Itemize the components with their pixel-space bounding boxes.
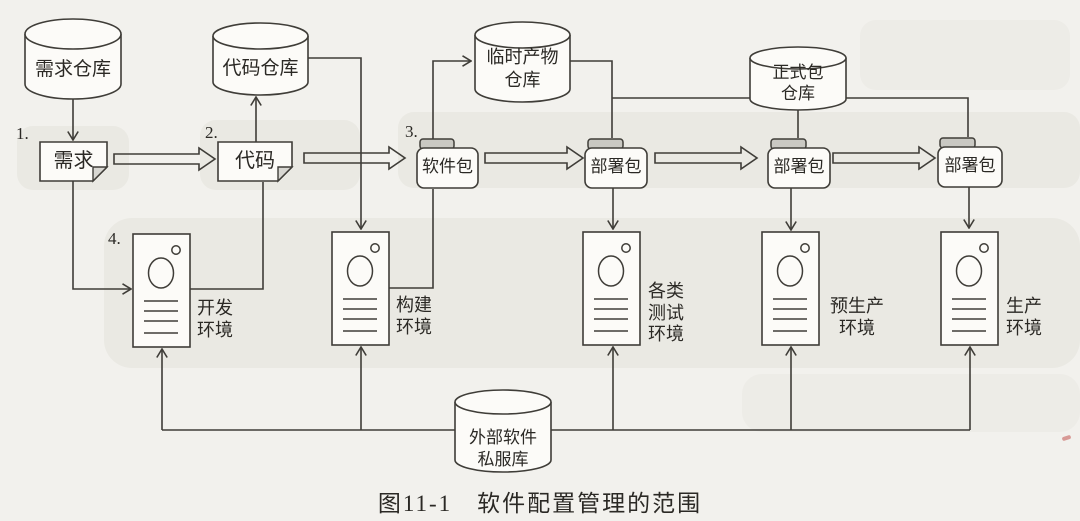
build-env-server	[331, 231, 390, 346]
dev-env-server	[132, 233, 191, 348]
external-private-repo-cylinder	[454, 389, 552, 473]
hollow-arrow-swpkg-to-deploy-test	[484, 145, 585, 171]
arrow-req-doc-to-dev-env	[72, 181, 131, 289]
deploy-package-preprod-shape	[767, 138, 831, 189]
prod-env-server	[940, 231, 999, 346]
code-repo-label: 代码仓库	[222, 58, 299, 79]
requirement-doc-label: 需求	[53, 150, 94, 172]
code-doc-shape	[217, 141, 294, 183]
bleed-band	[860, 20, 1070, 90]
deploy-package-test-shape	[584, 138, 648, 189]
requirements-repo-label: 需求仓库	[34, 59, 111, 80]
figure-caption: 图11-1 软件配置管理的范围	[377, 491, 703, 516]
hollow-arrow-deploy-test-to-preprod	[654, 145, 759, 171]
code-repo-cylinder	[212, 22, 309, 96]
deploy-package-test-label: 部署包	[590, 157, 642, 176]
external-private-repo-label: 外部软件 私服库	[469, 428, 537, 469]
preprod-env-label: 预生产 环境	[830, 296, 884, 338]
hollow-arrows	[113, 145, 937, 172]
step-number-3: 3.	[405, 122, 418, 141]
prod-env-label: 生产 环境	[1006, 296, 1042, 338]
deploy-package-prod-shape	[937, 137, 1003, 188]
deploy-package-prod-label: 部署包	[944, 156, 996, 175]
connectors	[72, 57, 970, 431]
temp-artifacts-repo-label: 临时产物 仓库	[486, 47, 559, 90]
bleed-band	[742, 374, 1080, 432]
hollow-arrow-deploy-preprod-to-prod	[832, 145, 937, 171]
build-env-label: 构建 环境	[396, 295, 432, 337]
dev-env-label: 开发 环境	[197, 298, 233, 340]
hollow-arrow-req-to-code	[113, 146, 217, 172]
arrow-sw-pkg-to-temp-repo	[432, 61, 471, 139]
line-temp-repo-to-deploy-test	[570, 60, 613, 138]
software-package-shape	[416, 138, 479, 189]
hollow-arrow-code-to-swpkg	[303, 145, 407, 171]
test-env-label: 各类 测试 环境	[648, 281, 684, 344]
step-number-4: 4.	[108, 229, 121, 248]
release-package-repo-label: 正式包 仓库	[772, 63, 824, 103]
deploy-package-preprod-label: 部署包	[773, 157, 825, 176]
test-env-server	[582, 231, 641, 346]
software-package-label: 软件包	[422, 157, 473, 176]
requirements-repo-cylinder	[24, 18, 122, 100]
step-number-2: 2.	[205, 123, 218, 142]
line-build-env-to-sw-pkg	[389, 189, 434, 289]
requirement-doc-shape	[39, 141, 109, 183]
preprod-env-server	[761, 231, 820, 346]
temp-artifacts-repo-cylinder	[474, 21, 571, 103]
line-release-repo-to-deploy-prod	[846, 97, 969, 137]
release-package-repo-cylinder	[749, 46, 847, 111]
line-dev-env-to-code-doc	[190, 182, 264, 290]
arrow-code-repo-to-build-env	[308, 57, 361, 229]
step-number-1: 1.	[16, 124, 29, 143]
code-doc-label: 代码	[235, 150, 275, 172]
